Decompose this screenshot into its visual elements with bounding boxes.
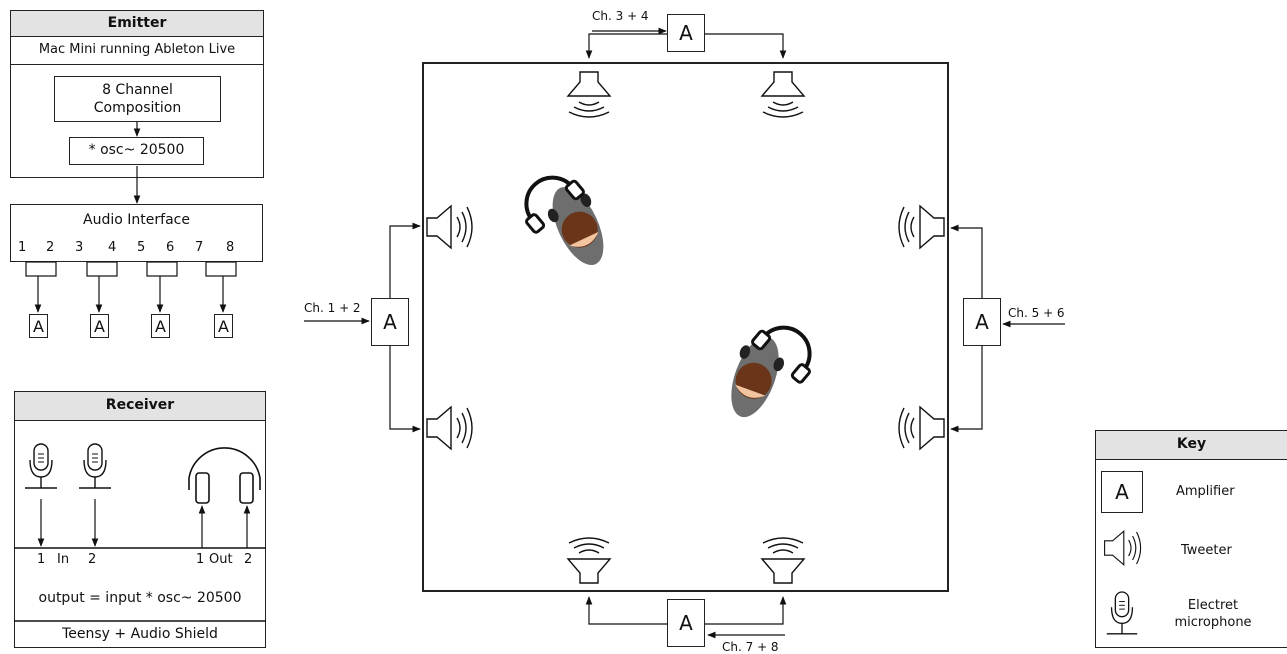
amp-right-label: A <box>975 310 989 334</box>
in-ch-2: 2 <box>88 552 97 567</box>
key-microphone-label: Electret microphone <box>1174 598 1252 630</box>
out-label: Out <box>209 552 233 567</box>
interface-channel-8: 8 <box>226 240 235 255</box>
tweeter-right-top-icon <box>898 205 945 249</box>
interface-channel-1: 1 <box>18 240 27 255</box>
interface-amp-4: A <box>214 314 233 338</box>
tweeter-bottom-left-icon <box>567 537 611 584</box>
tweeter-left-bottom-icon <box>426 406 473 450</box>
interface-channel-3: 3 <box>75 240 84 255</box>
tweeter-top-left-icon <box>567 71 611 118</box>
channel-label-bottom: Ch. 7 + 8 <box>722 640 779 654</box>
interface-amp-2: A <box>90 314 109 338</box>
amp-bottom: A <box>667 599 705 647</box>
channel-label-left: Ch. 1 + 2 <box>304 301 361 315</box>
channel-pair-bracket <box>86 261 118 277</box>
interface-amp-3: A <box>151 314 170 338</box>
tweeter-top-right-icon <box>761 71 805 118</box>
channel-label-top: Ch. 3 + 4 <box>592 9 649 23</box>
emitter-source: Mac Mini running Ableton Live <box>11 37 263 65</box>
receiver-panel: Receiver <box>14 391 266 648</box>
room <box>422 62 949 592</box>
in-ch-1: 1 <box>37 552 46 567</box>
out-ch-1: 1 <box>196 552 205 567</box>
out-ch-2: 2 <box>244 552 253 567</box>
amp-left-label: A <box>383 310 397 334</box>
key-tweeter-icon <box>1104 530 1142 566</box>
interface-channel-5: 5 <box>137 240 146 255</box>
audio-interface-title: Audio Interface <box>83 212 190 228</box>
receiver-footer: Teensy + Audio Shield <box>62 626 218 642</box>
channel-pair-bracket <box>146 261 178 277</box>
amp-right: A <box>963 298 1001 346</box>
interface-channel-2: 2 <box>46 240 55 255</box>
emitter-title: Emitter <box>11 11 263 37</box>
in-label: In <box>57 552 70 567</box>
interface-channel-7: 7 <box>195 240 204 255</box>
audio-interface-box: Audio Interface <box>10 204 263 262</box>
receiver-formula: output = input * osc~ 20500 <box>38 590 242 606</box>
amp-left: A <box>371 298 409 346</box>
composition-box: 8 Channel Composition <box>54 76 221 122</box>
key-title: Key <box>1096 431 1287 460</box>
tweeter-right-bottom-icon <box>898 406 945 450</box>
amp-bottom-label: A <box>679 611 693 635</box>
key-amplifier-symbol: A <box>1101 471 1143 513</box>
key-amplifier-label: Amplifier <box>1176 484 1235 499</box>
tweeter-bottom-right-icon <box>761 537 805 584</box>
key-microphone-icon <box>1106 591 1138 635</box>
channel-pair-bracket <box>25 261 57 277</box>
amp-top: A <box>667 14 705 52</box>
key-amp-letter: A <box>1115 480 1129 504</box>
channel-pair-bracket <box>205 261 237 277</box>
interface-channel-4: 4 <box>108 240 117 255</box>
amp-top-label: A <box>679 21 693 45</box>
tweeter-left-top-icon <box>426 205 473 249</box>
receiver-title: Receiver <box>15 392 265 421</box>
interface-channel-6: 6 <box>166 240 175 255</box>
interface-amp-1: A <box>29 314 48 338</box>
channel-label-right: Ch. 5 + 6 <box>1008 306 1065 320</box>
key-tweeter-label: Tweeter <box>1181 543 1232 558</box>
osc-box: * osc~ 20500 <box>69 137 204 165</box>
